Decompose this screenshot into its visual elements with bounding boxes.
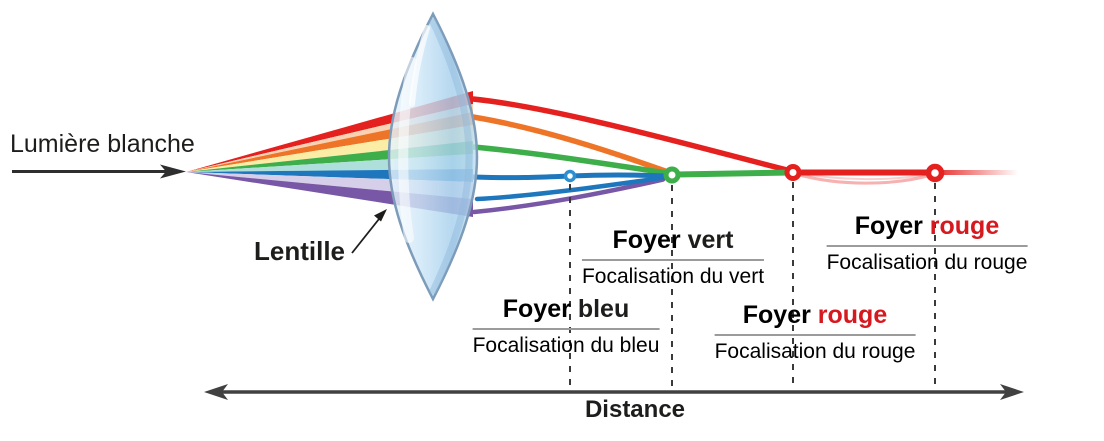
- blue-focus-marker: [563, 169, 577, 183]
- dashed-guides: [569, 182, 936, 386]
- lens-highlight: [398, 57, 417, 243]
- distance-double-arrow-icon: [204, 384, 1024, 400]
- focal-label-green: Foyer vert Focalisation du vert: [581, 226, 765, 289]
- focal-label-blue: Foyer bleu Focalisation du bleu: [472, 295, 660, 358]
- lens: [387, 11, 479, 302]
- red-ray-faint-upper: [795, 172, 932, 181]
- focal-title-green: Foyer vert: [581, 226, 765, 261]
- green-ray: [470, 144, 670, 176]
- focal-point-markers: [563, 163, 945, 184]
- green-focus-marker: [663, 166, 681, 184]
- focal-label-red-far: Foyer rouge Focalisation du rouge: [826, 212, 1028, 275]
- focal-subtitle-red-far: Focalisation du rouge: [826, 251, 1028, 274]
- lens-highlight-top: [409, 25, 430, 107]
- lens-inner-shade: [429, 18, 473, 295]
- white-light-label: Lumière blanche: [10, 130, 195, 158]
- green-ray-segment: [673, 169, 793, 178]
- lens-pointer-arrow-icon: [351, 209, 387, 254]
- red-focus-near-marker: [784, 164, 802, 181]
- red-ray: [470, 96, 794, 174]
- blue-lower-ray: [474, 175, 668, 202]
- red-ray-faint-lower: [794, 172, 933, 185]
- lens-label: Lentille: [254, 236, 346, 266]
- focal-title-blue: Foyer bleu: [472, 295, 660, 330]
- orange-ray: [470, 114, 671, 175]
- focal-title-red-near: Foyer rouge: [714, 301, 916, 336]
- refracted-rays: [470, 96, 1019, 215]
- distance-label: Distance: [584, 396, 686, 423]
- focal-subtitle-blue: Focalisation du bleu: [472, 334, 660, 357]
- focal-title-red-far: Foyer rouge: [826, 212, 1028, 247]
- focal-subtitle-green: Focalisation du vert: [581, 265, 765, 288]
- focal-label-red-near: Foyer rouge Focalisation du rouge: [714, 301, 916, 364]
- red-focus-far-marker: [925, 163, 945, 183]
- focal-subtitle-red-near: Focalisation du rouge: [714, 340, 916, 363]
- violet-ray: [471, 177, 666, 215]
- white-light-arrow-icon: [12, 164, 186, 179]
